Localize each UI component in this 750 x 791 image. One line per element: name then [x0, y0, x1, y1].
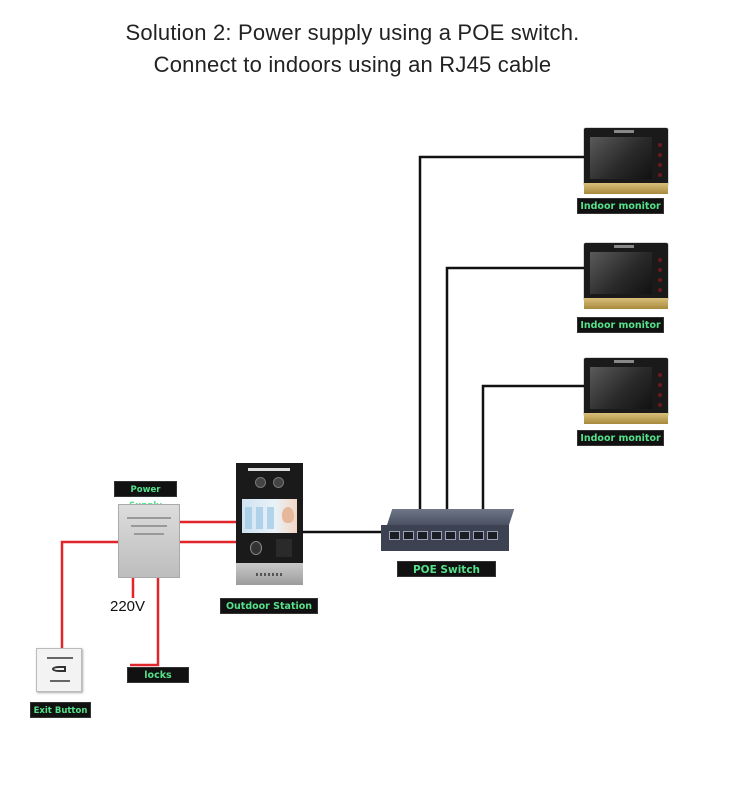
cable-monitor-2 [445, 266, 585, 511]
poe-switch-label: POE Switch [397, 561, 496, 577]
fingerprint-icon [250, 541, 262, 555]
indoor-monitor-2 [584, 243, 668, 309]
indoor-monitor-label-3: Indoor monitor [577, 430, 664, 446]
cable-monitor-3 [481, 384, 585, 511]
indoor-monitor-label-2: Indoor monitor [577, 317, 664, 333]
indoor-monitor-label-1: Indoor monitor [577, 198, 664, 214]
rj45-cables [303, 155, 585, 534]
indoor-monitor-1 [584, 128, 668, 194]
exit-button-label: Exit Button [30, 702, 91, 718]
exit-button-device [36, 648, 82, 692]
indoor-monitor-3 [584, 358, 668, 424]
cable-locks [130, 578, 160, 667]
outdoor-station-label: Outdoor Station [220, 598, 318, 614]
poe-switch [381, 509, 515, 551]
outdoor-station [236, 463, 303, 585]
key-icon [52, 666, 66, 672]
cable-psu-exit [60, 540, 118, 648]
cable-monitor-1 [418, 155, 585, 511]
voltage-label: 220V [110, 598, 146, 615]
diagram-title-line1: Solution 2: Power supply using a POE swi… [125, 20, 580, 45]
power-supply-label: Power Supply [114, 481, 177, 511]
diagram-title-line2: Connect to indoors using an RJ45 cable [153, 52, 552, 77]
power-cables [60, 520, 236, 667]
power-supply [118, 504, 180, 578]
locks-label: locks [127, 667, 189, 683]
